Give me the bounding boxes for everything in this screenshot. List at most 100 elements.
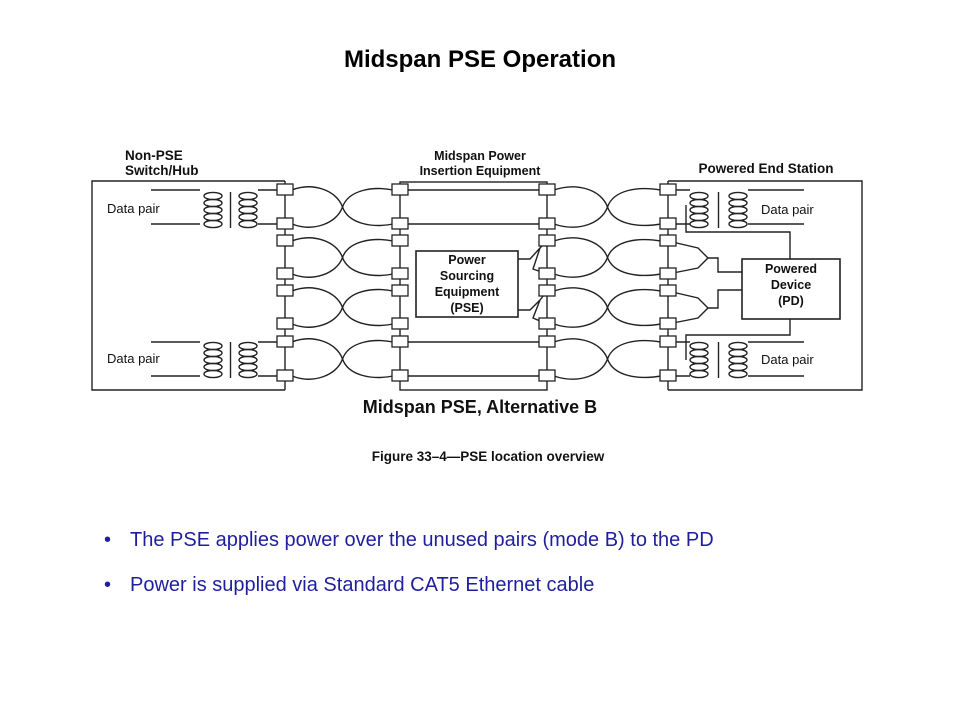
switch-hub-title: Switch/Hub <box>125 163 199 178</box>
port-connector <box>659 335 677 348</box>
pd-wire <box>667 289 742 325</box>
figure-caption: Figure 33–4—PSE location overview <box>372 449 605 464</box>
port-connector <box>659 317 677 330</box>
twisted-pair-wire <box>553 187 662 228</box>
port-connector <box>276 369 294 382</box>
coil-icon <box>689 219 709 229</box>
port-connector <box>538 267 556 280</box>
port-connector <box>659 234 677 247</box>
switch-hub-title: Non-PSE <box>125 148 183 163</box>
coil-icon <box>203 348 223 358</box>
twisted-pair-wire <box>553 288 662 328</box>
twisted-pair-wire <box>291 187 394 228</box>
port-connector <box>391 234 409 247</box>
pd-label: Device <box>771 278 811 292</box>
port-connector <box>276 267 294 280</box>
port-connector <box>391 317 409 330</box>
port-connector <box>391 335 409 348</box>
port-connector <box>659 183 677 196</box>
coil-icon <box>689 369 709 379</box>
port-connector <box>276 317 294 330</box>
bullet-marker: • <box>104 529 112 551</box>
coil-icon <box>689 341 709 351</box>
twisted-pair-wire <box>553 339 662 380</box>
coil-icon <box>689 348 709 358</box>
port-connector <box>538 317 556 330</box>
data-pair-label: Data pair <box>107 201 160 216</box>
data-pair-label: Data pair <box>761 202 814 217</box>
coil-icon <box>728 212 748 222</box>
port-connector <box>391 369 409 382</box>
coil-icon <box>728 191 748 201</box>
coil-icon <box>728 219 748 229</box>
coil-icon <box>238 369 258 379</box>
port-connector <box>538 217 556 230</box>
end-station-box <box>668 180 863 391</box>
coil-icon <box>728 355 748 365</box>
bullet-text: The PSE applies power over the unused pa… <box>130 529 714 551</box>
coil-icon <box>689 191 709 201</box>
port-connector <box>659 267 677 280</box>
bullet-item: • Power is supplied via Standard CAT5 Eth… <box>104 572 714 617</box>
coil-icon <box>238 212 258 222</box>
coil-icon <box>728 198 748 208</box>
port-connector <box>276 335 294 348</box>
twisted-pair-wire <box>291 288 394 328</box>
coil-icon <box>203 198 223 208</box>
coil-icon <box>203 341 223 351</box>
pd-wire <box>667 240 742 275</box>
pd-label: Powered <box>765 262 817 276</box>
port-connector <box>538 183 556 196</box>
port-connector <box>391 217 409 230</box>
coil-icon <box>203 191 223 201</box>
pse-label: Sourcing <box>440 269 494 283</box>
end-station-title: Powered End Station <box>698 161 833 176</box>
midspan-title: Midspan Power <box>434 149 526 163</box>
data-pair-label: Data pair <box>107 351 160 366</box>
port-connector <box>276 217 294 230</box>
port-connector <box>276 183 294 196</box>
coil-icon <box>238 198 258 208</box>
port-connector <box>659 284 677 297</box>
pse-label: Equipment <box>435 285 500 299</box>
coil-icon <box>689 205 709 215</box>
coil-icon <box>689 355 709 365</box>
switch-hub-box <box>91 180 285 391</box>
slide-title: Midspan PSE Operation <box>343 46 617 73</box>
bullet-text: Power is supplied via Standard CAT5 Ethe… <box>130 574 595 596</box>
data-pair-label: Data pair <box>761 352 814 367</box>
coil-icon <box>238 355 258 365</box>
port-connector <box>538 284 556 297</box>
bullet-list: • The PSE applies power over the unused p… <box>104 527 714 617</box>
port-connector <box>391 183 409 196</box>
port-connector <box>659 217 677 230</box>
coil-icon <box>238 348 258 358</box>
bullet-marker: • <box>104 574 112 596</box>
coil-icon <box>728 205 748 215</box>
coil-icon <box>728 369 748 379</box>
coil-icon <box>238 219 258 229</box>
coil-icon <box>203 212 223 222</box>
coil-icon <box>203 205 223 215</box>
coil-icon <box>689 198 709 208</box>
coil-icon <box>728 348 748 358</box>
pd-wire <box>685 319 791 360</box>
pse-box <box>415 250 519 318</box>
port-connector <box>391 267 409 280</box>
coil-icon <box>728 341 748 351</box>
coil-icon <box>689 362 709 372</box>
coil-icon <box>689 212 709 222</box>
port-connector <box>659 369 677 382</box>
twisted-pair-wire <box>291 238 394 278</box>
coil-icon <box>238 341 258 351</box>
coil-icon <box>203 219 223 229</box>
port-connector <box>538 335 556 348</box>
pd-wire <box>685 205 791 259</box>
pse-label: Power <box>448 253 486 267</box>
twisted-pair-wire <box>291 339 394 380</box>
coil-icon <box>728 362 748 372</box>
port-connector <box>276 284 294 297</box>
coil-icon <box>238 191 258 201</box>
coil-icon <box>203 369 223 379</box>
